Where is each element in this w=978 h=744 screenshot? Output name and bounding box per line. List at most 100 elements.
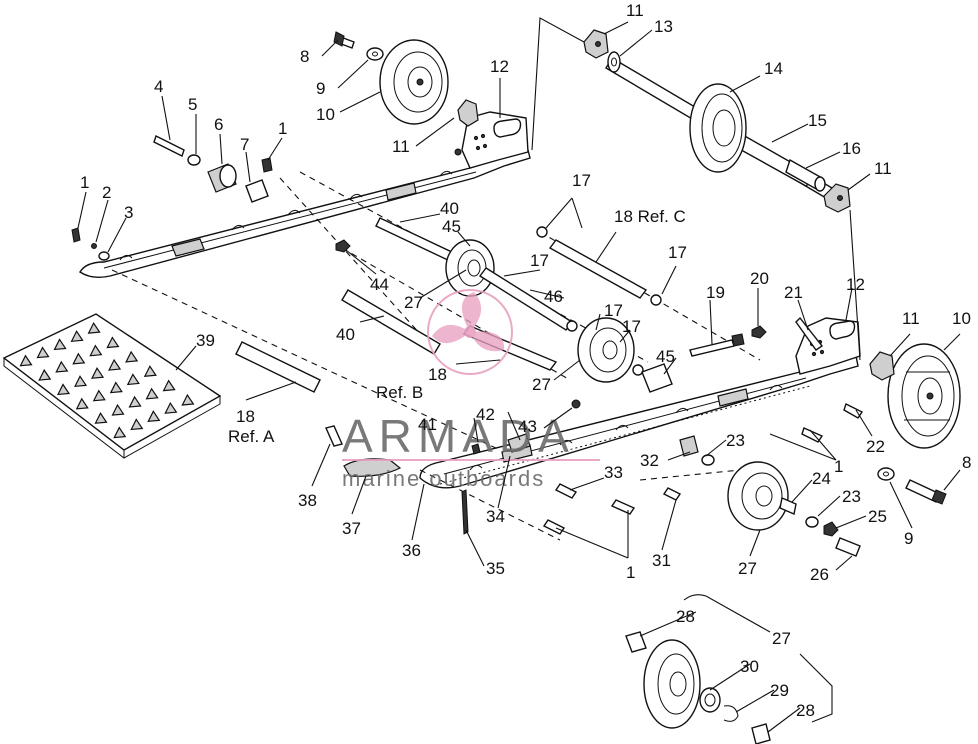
mat-stud — [89, 344, 103, 357]
right-rear-wheel — [869, 343, 961, 505]
callout-9: 9 — [904, 529, 913, 548]
slide-mat — [2, 313, 222, 459]
callout-17: 17 — [572, 171, 591, 190]
mat-stud — [36, 346, 50, 359]
watermark-logo-icon — [427, 289, 513, 375]
mat-stud — [106, 336, 120, 349]
callout-32: 32 — [640, 451, 659, 470]
callout-38: 38 — [298, 491, 317, 510]
callout-30: 30 — [740, 657, 759, 676]
callout-22: 22 — [866, 437, 885, 456]
mat-stud — [164, 401, 178, 414]
callout-28: 28 — [796, 701, 815, 720]
callout-18: 18 — [236, 407, 255, 426]
mat-stud — [113, 426, 127, 439]
callout-29: 29 — [770, 681, 789, 700]
callout-36: 36 — [402, 541, 421, 560]
mat-stud — [70, 330, 84, 342]
callout-1: 1 — [626, 563, 635, 582]
callout-27: 27 — [772, 629, 791, 648]
callout-23: 23 — [842, 487, 861, 506]
callout-1: 1 — [834, 457, 843, 476]
callout-46: 46 — [544, 287, 563, 306]
mat-stud — [147, 410, 161, 423]
callout-8: 8 — [300, 47, 309, 66]
callout-3: 3 — [124, 203, 133, 222]
callout-11: 11 — [392, 137, 410, 156]
callout-43: 43 — [518, 417, 537, 436]
mat-stud — [73, 375, 88, 388]
callout-34: 34 — [486, 507, 505, 526]
callout-37: 37 — [342, 519, 361, 538]
callout-7: 7 — [240, 135, 249, 154]
mat-stud — [38, 368, 52, 381]
front-left-hardware — [71, 135, 351, 261]
mat-stud — [162, 379, 176, 392]
callout-1: 1 — [278, 119, 287, 138]
rear-axle-assembly — [583, 29, 851, 213]
mat-stud — [94, 412, 108, 424]
mat-stud — [130, 418, 144, 431]
callout-17: 17 — [622, 317, 641, 336]
callout-45: 45 — [442, 217, 461, 236]
callout-24: 24 — [812, 469, 831, 488]
mat-stud — [56, 383, 71, 396]
mat-stud — [87, 321, 101, 334]
watermark-brand: ARMADA — [342, 410, 575, 462]
callout-2: 2 — [102, 183, 111, 202]
mat-stud — [126, 373, 140, 386]
watermark-tagline: marine outboards — [342, 466, 545, 491]
callout-41: 41 — [418, 415, 437, 434]
left-rear-wheel — [333, 31, 479, 127]
callout-6: 6 — [214, 115, 223, 134]
mat-stud — [181, 393, 195, 406]
callout-45: 45 — [656, 347, 675, 366]
callout-11: 11 — [626, 1, 644, 20]
callout-4: 4 — [154, 77, 163, 96]
callout-10: 10 — [316, 105, 335, 124]
callout-26: 26 — [810, 565, 829, 584]
mat-stud — [19, 354, 33, 367]
callout-42: 42 — [476, 405, 495, 424]
watermark: ARMADA marine outboards — [342, 289, 600, 491]
callout-17: 17 — [604, 301, 623, 320]
mat-stud — [91, 366, 105, 379]
middle-axle-assembly — [235, 217, 767, 393]
callout-40: 40 — [440, 199, 459, 218]
callout-21: 21 — [784, 283, 803, 302]
callout-15: 15 — [808, 111, 827, 130]
mat-stud — [55, 360, 69, 373]
callout-1: 1 — [80, 173, 89, 192]
callout-13: 13 — [654, 17, 673, 36]
callout-12: 12 — [490, 57, 509, 76]
callout-ref-b: Ref. B — [376, 383, 423, 402]
mat-stud — [145, 387, 159, 400]
callout-10: 10 — [952, 309, 971, 328]
callout-17: 17 — [668, 243, 687, 262]
callout-5: 5 — [188, 95, 197, 114]
mat-stud — [109, 381, 123, 394]
callout-39: 39 — [196, 331, 215, 350]
callout-12: 12 — [846, 275, 865, 294]
callout-27: 27 — [738, 559, 757, 578]
mat-stud — [92, 389, 106, 402]
callout-20: 20 — [750, 269, 769, 288]
mat-stud — [125, 350, 139, 363]
idler-wheel-detail — [625, 594, 833, 744]
callout-31: 31 — [652, 551, 671, 570]
leader-lines — [77, 21, 961, 733]
callout-ref-a: Ref. A — [228, 427, 275, 446]
callout-8: 8 — [962, 453, 971, 472]
callout-18: 18 — [428, 365, 447, 384]
mat-stud — [53, 338, 67, 351]
mat-stud — [108, 358, 122, 371]
callout-44: 44 — [370, 275, 389, 294]
mat-stud — [143, 365, 157, 377]
callout-labels: 11 13 14 15 16 11 8 9 10 12 11 4 5 6 7 1… — [80, 1, 971, 720]
callout-16: 16 — [842, 139, 861, 158]
callout-18-ref-c: 18 Ref. C — [614, 207, 686, 226]
mat-stud — [128, 395, 142, 408]
callout-17: 17 — [530, 251, 549, 270]
callout-27: 27 — [404, 293, 423, 312]
